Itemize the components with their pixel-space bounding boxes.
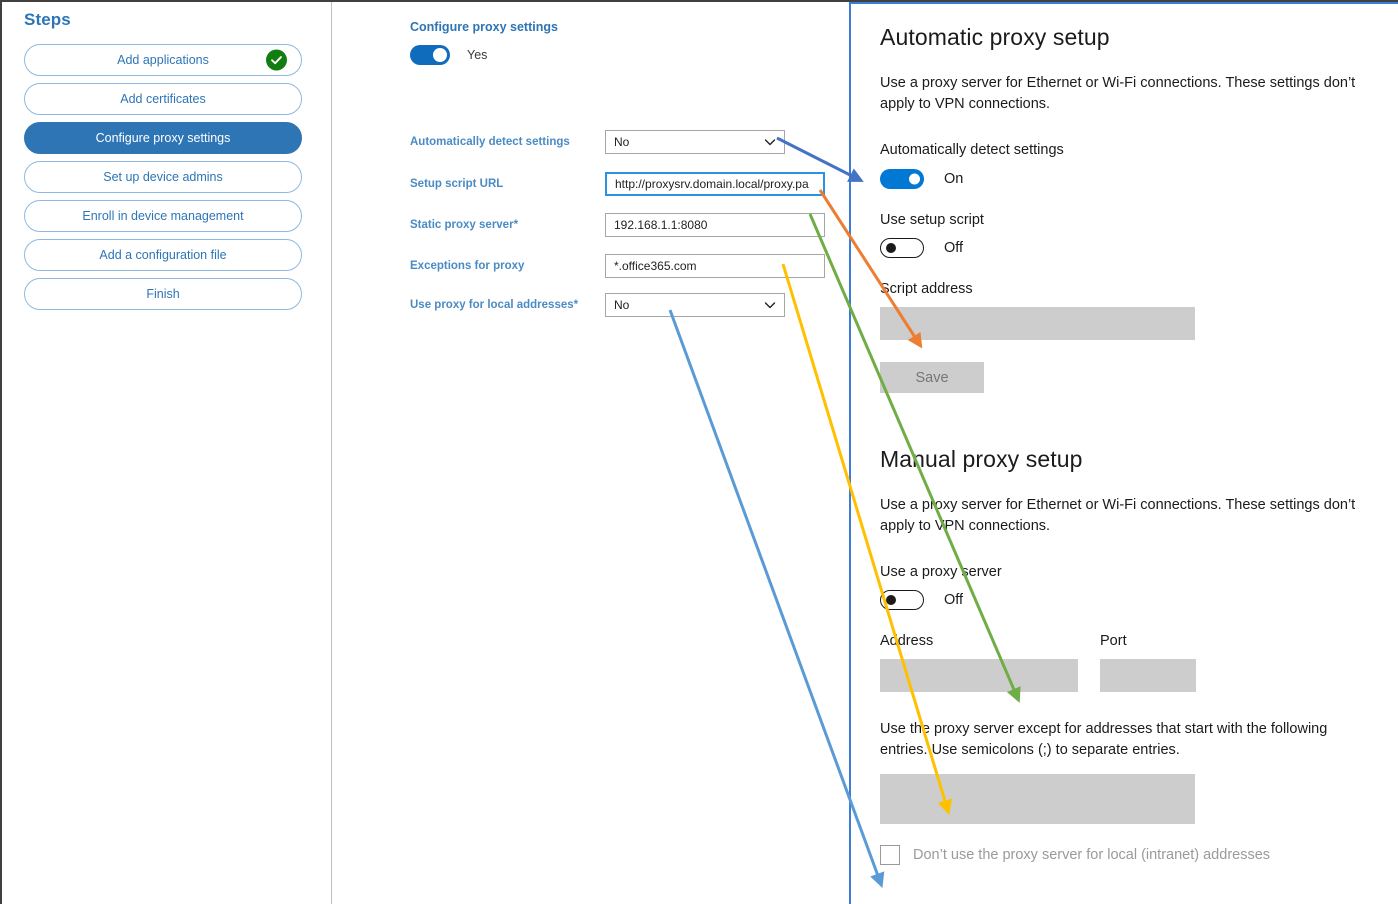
toggle-state-label: On [944, 171, 964, 188]
sidebar-item-configure-proxy-settings[interactable]: Configure proxy settings [24, 122, 302, 154]
field-static-proxy-server: Static proxy server* 192.168.1.1:8080 [410, 213, 828, 237]
use-proxy-for-local-addresses-select[interactable]: No [605, 293, 785, 317]
automatic-proxy-setup-heading: Automatic proxy setup [880, 24, 1110, 50]
toggle-knob [886, 243, 896, 254]
steps-sidebar: Steps Add applications Add certificates … [2, 2, 332, 904]
address-label: Address [880, 633, 934, 650]
manual-proxy-setup-heading: Manual proxy setup [880, 446, 1083, 473]
sidebar-item-set-up-device-admins[interactable]: Set up device admins [24, 161, 302, 193]
field-setup-script-url: Setup script URL http://proxysrv.domain.… [410, 172, 828, 196]
configure-proxy-toggle-row: Yes [410, 45, 487, 65]
use-setup-script-toggle-row: Off [880, 238, 1380, 259]
port-input[interactable] [1100, 659, 1196, 693]
field-label: Static proxy server* [410, 219, 519, 231]
sidebar-item-finish[interactable]: Finish [24, 278, 302, 310]
script-address-label: Script address [880, 281, 973, 298]
address-port-labels-row: Address Port [880, 633, 1380, 649]
use-a-proxy-server-label: Use a proxy server [880, 564, 1002, 581]
toggle-knob [886, 595, 896, 606]
use-setup-script-toggle[interactable] [880, 238, 924, 259]
exceptions-description: Use the proxy server except for addresse… [880, 721, 1328, 759]
manual-proxy-setup-description: Use a proxy server for Ethernet or Wi-Fi… [880, 497, 1356, 535]
sidebar-item-enroll-in-device-management[interactable]: Enroll in device management [24, 200, 302, 232]
bypass-local-checkbox[interactable] [880, 845, 900, 866]
input-value: 192.168.1.1:8080 [614, 218, 708, 232]
sidebar-item-label: Add a configuration file [99, 248, 227, 262]
field-label: Automatically detect settings [410, 136, 570, 148]
select-value: No [614, 135, 630, 149]
configure-proxy-toggle-label: Yes [467, 48, 488, 62]
sidebar-item-label: Set up device admins [103, 170, 223, 184]
field-exceptions-for-proxy: Exceptions for proxy *.office365.com [410, 254, 828, 278]
save-button[interactable]: Save [880, 362, 984, 394]
configure-proxy-toggle[interactable] [410, 45, 450, 65]
exceptions-for-proxy-input[interactable]: *.office365.com [605, 254, 825, 278]
form-heading: Configure proxy settings [410, 20, 558, 34]
automatically-detect-settings-select[interactable]: No [605, 130, 785, 154]
windows-settings-content: Automatic proxy setup Use a proxy server… [880, 4, 1380, 866]
field-label: Exceptions for proxy [410, 260, 525, 272]
port-label: Port [1100, 633, 1127, 650]
toggle-knob [909, 173, 920, 185]
steps-list: Add applications Add certificates Config… [24, 44, 302, 317]
sidebar-item-label: Add applications [117, 53, 209, 67]
automatically-detect-settings-toggle-row: On [880, 169, 1380, 190]
address-input[interactable] [880, 659, 1078, 693]
windows-proxy-settings-panel: Automatic proxy setup Use a proxy server… [849, 2, 1398, 904]
use-setup-script-label: Use setup script [880, 212, 984, 229]
input-value: *.office365.com [614, 259, 697, 273]
field-label: Use proxy for local addresses* [410, 299, 579, 311]
toggle-state-label: Off [944, 592, 964, 609]
use-a-proxy-server-toggle[interactable] [880, 590, 924, 611]
sidebar-item-add-certificates[interactable]: Add certificates [24, 83, 302, 115]
sidebar-item-label: Finish [146, 287, 180, 301]
chevron-down-icon [764, 136, 776, 148]
chevron-down-icon [764, 299, 776, 311]
sidebar-item-label: Configure proxy settings [95, 131, 231, 145]
sidebar-item-label: Add certificates [120, 92, 206, 106]
input-value: http://proxysrv.domain.local/proxy.pa [615, 177, 809, 191]
field-automatically-detect-settings: Automatically detect settings No [410, 130, 828, 154]
automatically-detect-settings-toggle[interactable] [880, 169, 924, 190]
check-circle-icon [266, 49, 287, 71]
bypass-local-checkbox-row[interactable]: Don’t use the proxy server for local (in… [880, 845, 1380, 866]
address-port-fields-row [880, 659, 1380, 693]
panel-gap [836, 2, 849, 904]
automatically-detect-settings-label: Automatically detect settings [880, 142, 1064, 159]
sidebar-item-add-applications[interactable]: Add applications [24, 44, 302, 76]
use-a-proxy-server-toggle-row: Off [880, 590, 1380, 611]
toggle-state-label: Off [944, 240, 964, 257]
field-use-proxy-for-local-addresses: Use proxy for local addresses* No [410, 293, 828, 317]
sidebar-item-add-a-configuration-file[interactable]: Add a configuration file [24, 239, 302, 271]
field-label: Setup script URL [410, 178, 504, 190]
sidebar-item-label: Enroll in device management [82, 209, 244, 223]
proxy-form-panel: Configure proxy settings Yes Automatical… [333, 2, 836, 904]
static-proxy-server-input[interactable]: 192.168.1.1:8080 [605, 213, 825, 237]
automatic-proxy-setup-description: Use a proxy server for Ethernet or Wi-Fi… [880, 75, 1356, 113]
toggle-knob [433, 48, 447, 62]
setup-script-url-input[interactable]: http://proxysrv.domain.local/proxy.pa [605, 172, 825, 196]
steps-title: Steps [24, 10, 71, 29]
bypass-local-label: Don’t use the proxy server for local (in… [913, 847, 1271, 864]
exceptions-input[interactable] [880, 774, 1195, 825]
script-address-input[interactable] [880, 307, 1195, 341]
select-value: No [614, 298, 630, 312]
